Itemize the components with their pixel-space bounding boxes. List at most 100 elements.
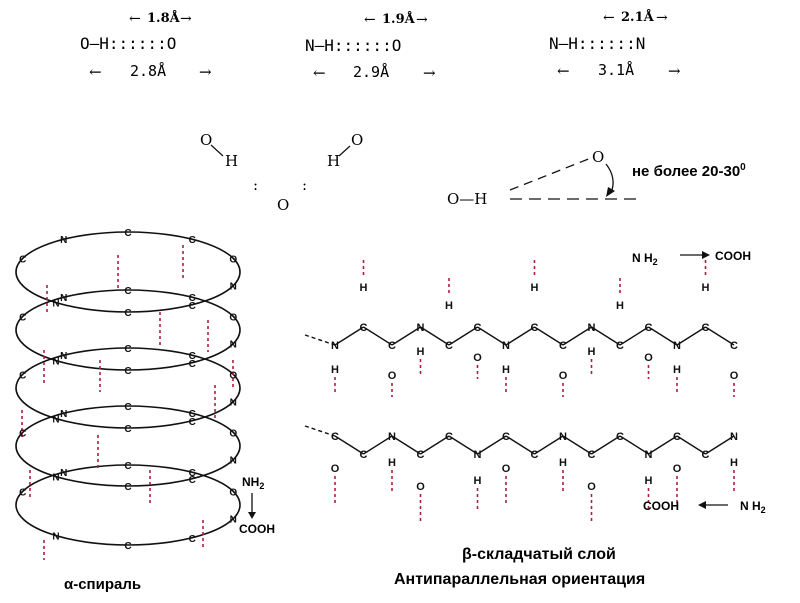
backbone-bond bbox=[591, 326, 621, 346]
angle-acceptor-o: O bbox=[592, 148, 604, 166]
bottom-strand-atom: C bbox=[445, 431, 453, 443]
helix-atom: O bbox=[229, 254, 237, 265]
short-arrow-left: ← bbox=[603, 10, 615, 26]
top-strand-atom: H bbox=[531, 282, 539, 294]
top-strand-atom: C bbox=[559, 340, 567, 352]
helix-atom: C bbox=[189, 475, 196, 486]
backbone-bond bbox=[676, 435, 706, 455]
helix-atom: C bbox=[124, 482, 131, 493]
bottom-strand-atom: O bbox=[502, 463, 511, 475]
helix-atom: C bbox=[189, 359, 196, 370]
helix-atom: N bbox=[60, 409, 67, 420]
top-strand-atom: C bbox=[445, 340, 453, 352]
helix-atom: C bbox=[19, 370, 26, 381]
helix-atom: O bbox=[229, 312, 237, 323]
helix-atom: N bbox=[52, 299, 59, 310]
helix-atom: C bbox=[189, 301, 196, 312]
bottom-strand-atom: O bbox=[673, 463, 682, 475]
bond-length-nho: ← 1.9Å → N—H::::::O ← 2.9Å → bbox=[305, 11, 436, 82]
top-strand-atom: C bbox=[616, 340, 624, 352]
helix-atom: N bbox=[60, 468, 67, 479]
angle-oh: O—H bbox=[447, 190, 487, 208]
bottom-strand-atom: C bbox=[360, 449, 368, 461]
top-strand-atom: C bbox=[360, 322, 368, 334]
alpha-nh2: NH2 bbox=[242, 475, 264, 491]
bottom-strand-atom: N bbox=[559, 431, 567, 443]
backbone-bond bbox=[505, 326, 535, 346]
beta-bottom-cooh: COOH bbox=[643, 499, 679, 513]
helix-turn bbox=[15, 405, 241, 487]
helix-atom: C bbox=[189, 417, 196, 428]
helix-atom: N bbox=[230, 515, 237, 526]
beta-sheet: NCCNCCNCCNCCNCCCCNCCNCCNCCNCCNHHOHHOHHOH… bbox=[304, 249, 766, 588]
helix-coils bbox=[15, 231, 241, 546]
long-arrow-left: ← bbox=[89, 63, 102, 81]
top-strand-atom: N bbox=[588, 322, 596, 334]
bottom-strand-atom: N bbox=[388, 431, 396, 443]
backbone-bond bbox=[304, 425, 336, 437]
short-arrow-left: ← bbox=[129, 11, 141, 27]
helix-turn bbox=[15, 231, 241, 313]
helix-atom: C bbox=[19, 312, 26, 323]
bottom-strand-atom: H bbox=[388, 457, 396, 469]
short-arrow-right: → bbox=[180, 11, 192, 27]
backbone-bond bbox=[705, 435, 735, 455]
backbone-bond bbox=[648, 326, 678, 346]
helix-atom: N bbox=[52, 532, 59, 543]
backbone-bond bbox=[420, 435, 450, 455]
backbone-bond bbox=[334, 326, 364, 346]
top-strand-atom: H bbox=[588, 346, 596, 358]
bottom-strand-atom: H bbox=[559, 457, 567, 469]
long-length: 2.9Å bbox=[353, 62, 389, 81]
bottom-strand-atom: N bbox=[474, 449, 482, 461]
angle-label: не более 20-300 bbox=[632, 162, 746, 180]
top-strand-atom: H bbox=[417, 346, 425, 358]
backbone-bond bbox=[391, 435, 421, 455]
helix-atom: C bbox=[124, 541, 131, 552]
helix-atom: C bbox=[19, 428, 26, 439]
top-strand-atom: H bbox=[702, 282, 710, 294]
backbone-bond bbox=[334, 435, 364, 455]
helix-atom: N bbox=[230, 282, 237, 293]
helix-atom: C bbox=[189, 351, 196, 362]
helix-atom: C bbox=[124, 461, 131, 472]
helix-atom: C bbox=[189, 468, 196, 479]
alpha-label: α-спираль bbox=[64, 576, 141, 593]
helix-atom: O bbox=[229, 428, 237, 439]
bottom-strand-atom: C bbox=[673, 431, 681, 443]
top-strand-atom: N bbox=[502, 340, 510, 352]
helix-atom: C bbox=[124, 424, 131, 435]
bottom-strand-atom: C bbox=[531, 449, 539, 461]
beta-label-line1: β-складчатый слой bbox=[462, 546, 616, 563]
top-strand-atom: H bbox=[360, 282, 368, 294]
helix-atom: C bbox=[124, 402, 131, 413]
backbone-bond bbox=[448, 435, 478, 455]
short-arrow-left: ← bbox=[364, 12, 376, 28]
beta-top-cooh: COOH bbox=[715, 249, 751, 263]
water-colon-left: : bbox=[253, 176, 258, 194]
bond-formula: O—H::::::O bbox=[80, 34, 176, 53]
backbone-bond bbox=[534, 326, 564, 346]
bottom-strand-atom: O bbox=[331, 463, 340, 475]
beta-bottom-nh2: N H2 bbox=[740, 499, 766, 515]
helix-atom: C bbox=[189, 293, 196, 304]
helix-atom: N bbox=[60, 351, 67, 362]
bond-formula: N—H::::::O bbox=[305, 36, 401, 55]
backbone-bond bbox=[619, 326, 649, 346]
top-strand-atom: N bbox=[417, 322, 425, 334]
backbone-bond bbox=[304, 334, 336, 346]
top-strand-atom: C bbox=[474, 322, 482, 334]
helix-atom: O bbox=[229, 487, 237, 498]
backbone-bond bbox=[363, 326, 393, 346]
bottom-strand-atom: H bbox=[474, 475, 482, 487]
helix-atom: C bbox=[19, 254, 26, 265]
backbone-bond bbox=[562, 435, 592, 455]
helix-atom: N bbox=[52, 415, 59, 426]
helix-atom: C bbox=[124, 286, 131, 297]
bottom-strand-atom: N bbox=[645, 449, 653, 461]
bottom-strand-atom: H bbox=[730, 457, 738, 469]
bottom-strand-atom: C bbox=[616, 431, 624, 443]
top-strand-atom: O bbox=[644, 352, 653, 364]
top-strand-atom: C bbox=[388, 340, 396, 352]
